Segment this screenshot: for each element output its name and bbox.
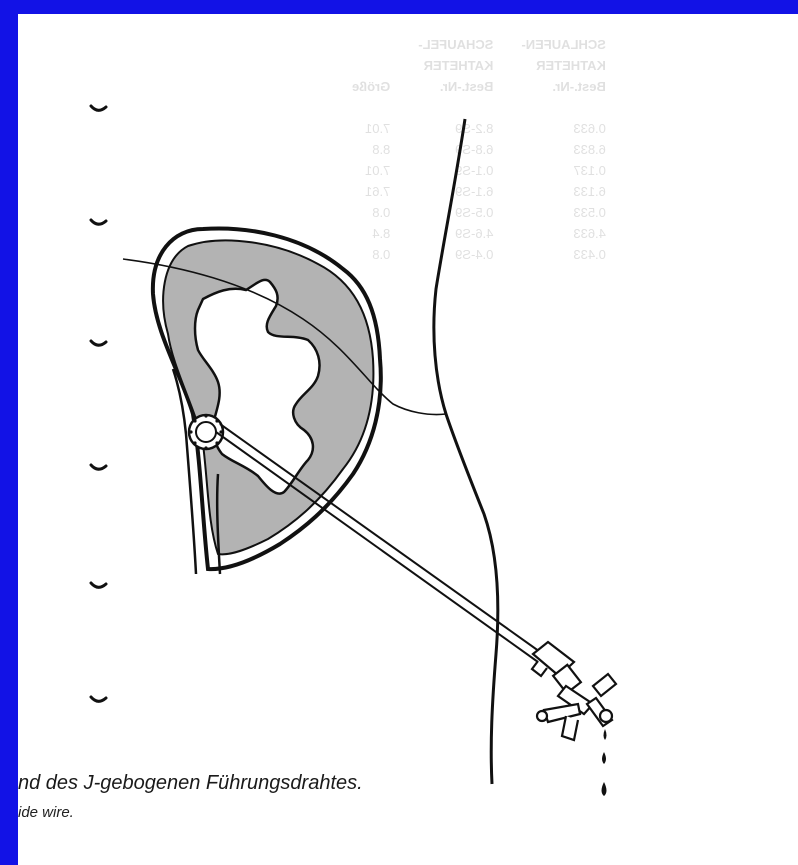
figure-caption-german: nd des J-gebogenen Führungsdrahtes. (18, 772, 363, 795)
drop-1 (604, 729, 607, 740)
stopcock (532, 642, 616, 740)
margin-mark-6 (91, 697, 106, 701)
margin-mark-1 (91, 106, 106, 110)
margin-marks (91, 106, 106, 701)
figure-caption-english: ide wire. (18, 804, 74, 821)
body-contour (434, 119, 498, 784)
drop-2 (602, 752, 606, 764)
drop-3 (602, 782, 607, 796)
margin-mark-5 (91, 583, 106, 587)
nephrostomy-diagram (18, 14, 798, 865)
margin-mark-3 (91, 341, 106, 345)
fluid-drops (602, 729, 607, 796)
j-catheter-loop (189, 414, 223, 449)
margin-mark-2 (91, 220, 106, 224)
margin-mark-4 (91, 465, 106, 469)
